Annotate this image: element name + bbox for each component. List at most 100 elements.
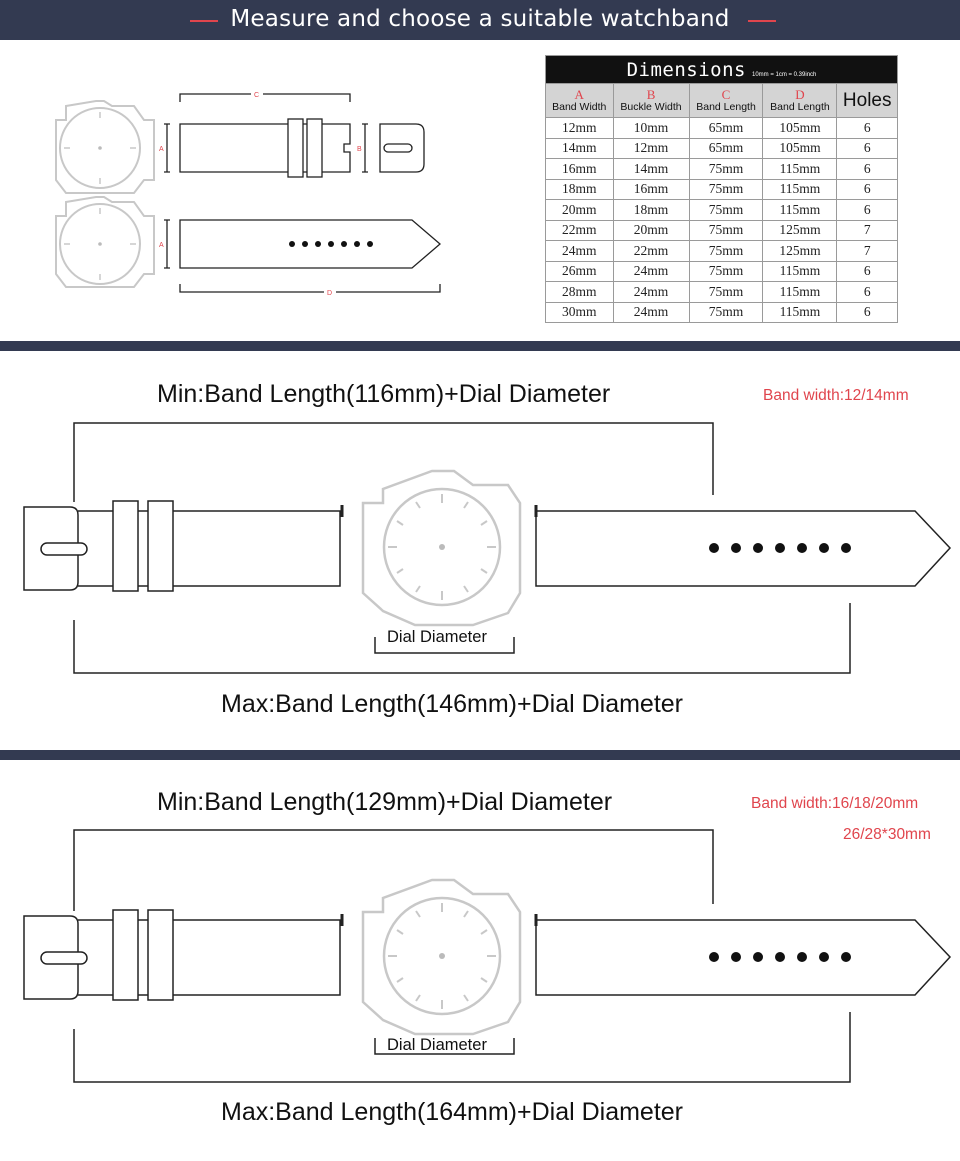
label-a-1: A (159, 146, 164, 153)
label-b: B (357, 146, 362, 153)
column-label: Band Width (552, 100, 607, 113)
column-label: Band Length (696, 100, 756, 113)
column-label: Band Length (770, 100, 830, 113)
table-cell: 65mm (688, 137, 764, 159)
table-cell: 6 (836, 281, 898, 303)
header-right-dash (748, 20, 776, 22)
table-unit-note: 10mm = 1cm = 0.39inch (752, 71, 817, 78)
table-title: Dimensions (626, 58, 746, 81)
section-divider-1 (0, 341, 960, 351)
column-label: Buckle Width (620, 100, 682, 113)
section1-min-caption: Min:Band Length(116mm)+Dial Diameter (157, 380, 611, 408)
table-cell: 20mm (545, 199, 614, 221)
column-header-holes: Holes (836, 83, 898, 118)
section2-min-caption: Min:Band Length(129mm)+Dial Diameter (157, 788, 613, 816)
table-cell: 65mm (688, 117, 764, 139)
table-cell: 6 (836, 301, 898, 323)
section1-strap-diagram (23, 422, 952, 674)
table-cell: 16mm (545, 158, 614, 180)
table-cell: 75mm (688, 199, 764, 221)
table-cell: 75mm (688, 178, 764, 200)
table-cell: 14mm (545, 137, 614, 159)
table-cell: 28mm (545, 281, 614, 303)
table-cell: 125mm (762, 219, 838, 241)
table-cell: 20mm (612, 219, 690, 241)
table-cell: 75mm (688, 240, 764, 262)
table-cell: 75mm (688, 301, 764, 323)
table-cell: 105mm (762, 117, 838, 139)
table-cell: 115mm (762, 260, 838, 282)
header-left-dash (190, 20, 218, 22)
column-letter: A (574, 87, 584, 103)
section2-band-width-note-2: 26/28*30mm (843, 826, 931, 843)
table-cell: 125mm (762, 240, 838, 262)
table-cell: 24mm (612, 281, 690, 303)
section2-max-caption: Max:Band Length(164mm)+Dial Diameter (221, 1098, 684, 1126)
measurement-diagram: C D A A B (55, 89, 441, 297)
table-cell: 24mm (612, 301, 690, 323)
table-cell: 75mm (688, 281, 764, 303)
table-cell: 6 (836, 117, 898, 139)
table-cell: 115mm (762, 178, 838, 200)
table-cell: 24mm (612, 260, 690, 282)
table-cell: 12mm (545, 117, 614, 139)
table-cell: 22mm (612, 240, 690, 262)
table-cell: 24mm (545, 240, 614, 262)
table-cell: 30mm (545, 301, 614, 323)
table-cell: 16mm (612, 178, 690, 200)
table-cell: 18mm (612, 199, 690, 221)
table-cell: 12mm (612, 137, 690, 159)
page-title: Measure and choose a suitable watchband (230, 6, 730, 32)
table-cell: 6 (836, 199, 898, 221)
table-cell: 14mm (612, 158, 690, 180)
table-cell: 18mm (545, 178, 614, 200)
label-a-2: A (159, 242, 164, 249)
section1-dial-diameter-label: Dial Diameter (387, 628, 487, 646)
table-cell: 7 (836, 240, 898, 262)
section1-max-caption: Max:Band Length(146mm)+Dial Diameter (221, 690, 684, 718)
table-cell: 75mm (688, 260, 764, 282)
column-letter: B (646, 87, 656, 103)
table-cell: 105mm (762, 137, 838, 159)
table-cell: 6 (836, 178, 898, 200)
column-letter: D (795, 87, 805, 103)
table-cell: 26mm (545, 260, 614, 282)
label-c: C (254, 92, 259, 99)
table-cell: 75mm (688, 219, 764, 241)
section2-dial-diameter-label: Dial Diameter (387, 1036, 487, 1054)
label-d: D (327, 290, 332, 297)
header-bar (0, 0, 960, 40)
table-cell: 7 (836, 219, 898, 241)
table-cell: 115mm (762, 281, 838, 303)
table-cell: 6 (836, 158, 898, 180)
table-cell: 115mm (762, 158, 838, 180)
table-cell: 6 (836, 260, 898, 282)
section2-band-width-note-1: Band width:16/18/20mm (751, 795, 919, 812)
table-cell: 115mm (762, 199, 838, 221)
table-cell: 10mm (612, 117, 690, 139)
section2-strap-diagram (23, 829, 952, 1083)
section-divider-2 (0, 750, 960, 760)
table-cell: 6 (836, 137, 898, 159)
table-title-cell: Dimensions 10mm = 1cm = 0.39inch (545, 55, 898, 84)
table-cell: 75mm (688, 158, 764, 180)
table-cell: 115mm (762, 301, 838, 323)
column-letter: C (721, 87, 731, 103)
section1-band-width-note: Band width:12/14mm (763, 387, 909, 404)
